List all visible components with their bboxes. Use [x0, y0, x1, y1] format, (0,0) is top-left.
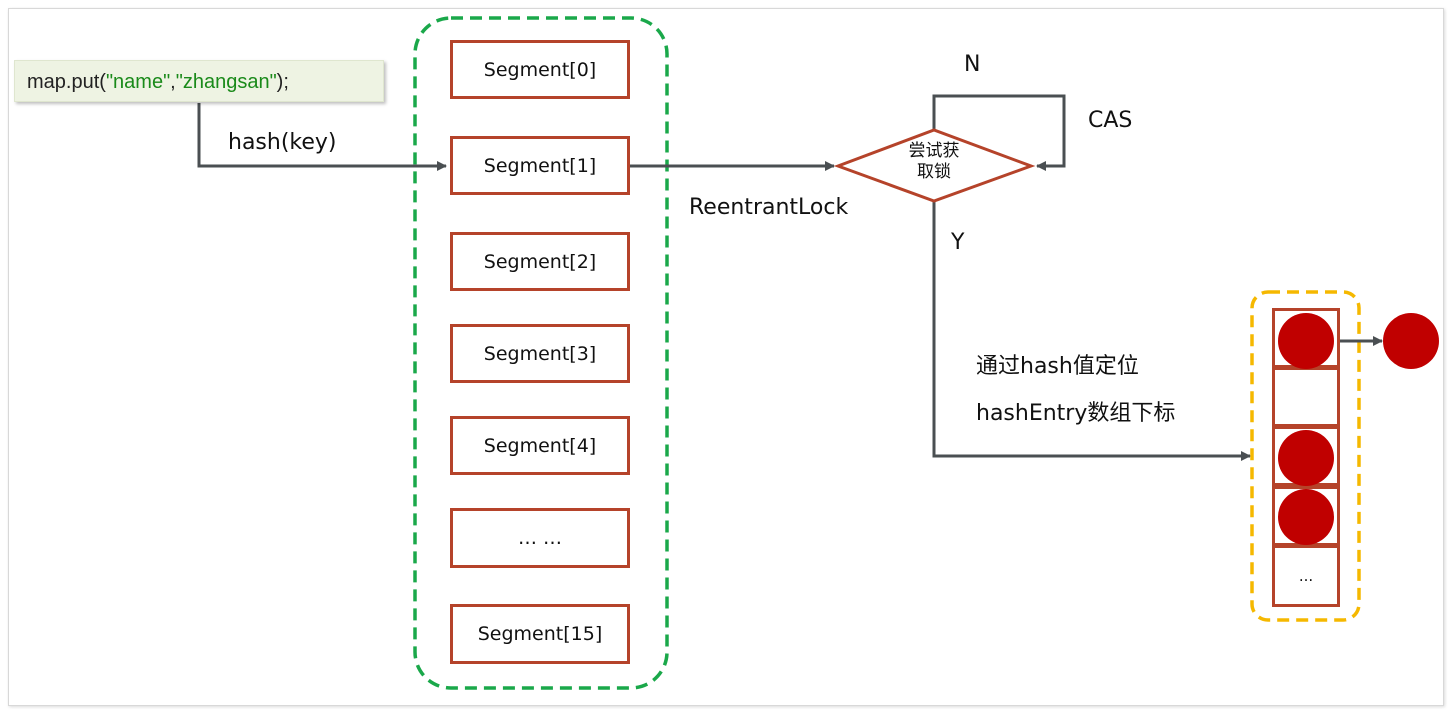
code-suffix: );: [276, 71, 289, 93]
segment-ellipsis: … …: [450, 508, 630, 568]
reentrant-lock-label: ReentrantLock: [689, 195, 849, 220]
locate-arrow: [932, 200, 1251, 461]
hash-key-arrow: [197, 103, 447, 171]
code-prefix: map.put(: [27, 71, 106, 93]
segment-2: Segment[2]: [450, 232, 630, 291]
entry-group-border: [1250, 290, 1361, 622]
segment-0: Segment[0]: [450, 40, 630, 99]
n-label: N: [964, 52, 981, 77]
hash-entry-1: [1272, 367, 1340, 427]
cas-loop-arrow: [932, 94, 1066, 171]
decision-line-1: 尝试获: [908, 141, 960, 161]
segment-4: Segment[4]: [450, 416, 630, 475]
code-snippet: map.put("name","zhangsan");: [14, 60, 384, 102]
segment-3: Segment[3]: [450, 324, 630, 383]
code-arg-value: "zhangsan": [175, 71, 277, 93]
hash-key-label: hash(key): [228, 130, 337, 155]
hash-entry-more: ...: [1272, 545, 1340, 607]
locate-line-1: 通过hash值定位: [976, 354, 1139, 379]
decision-text: 尝试获 取锁: [904, 141, 964, 183]
locate-line-2: hashEntry数组下标: [976, 401, 1176, 426]
hash-entry-0: [1272, 308, 1340, 368]
code-arg-key: "name": [105, 71, 171, 93]
segment-group-border: [413, 16, 669, 690]
segment-1: Segment[1]: [450, 136, 630, 195]
decision-line-2: 取锁: [917, 162, 951, 182]
acquire-lock-diamond: [833, 128, 1036, 203]
code-comma: ,: [170, 71, 176, 93]
hash-entry-3: [1272, 486, 1340, 546]
hash-entry-2: [1272, 426, 1340, 486]
cas-label: CAS: [1088, 108, 1133, 133]
y-label: Y: [951, 230, 965, 255]
diagram-frame: [8, 8, 1444, 706]
segment-15: Segment[15]: [450, 604, 630, 664]
